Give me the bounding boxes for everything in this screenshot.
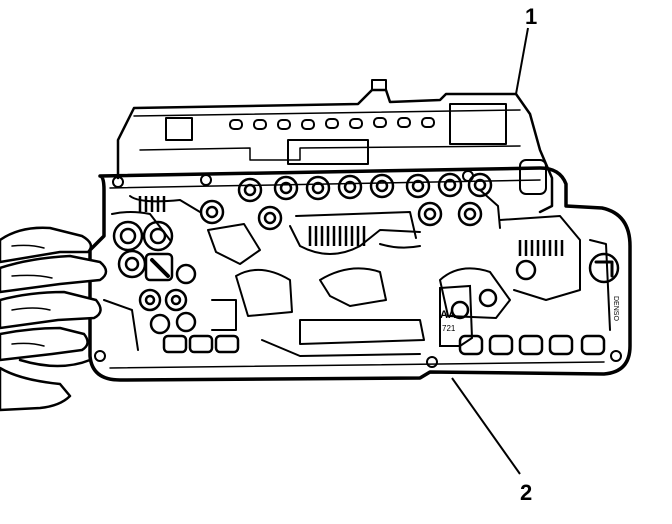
mounting-holes [94,170,622,368]
callout-2-label: 2 [520,480,532,505]
callout-2: 2 [451,377,532,505]
bulb-socket-cluster-left [112,220,197,335]
circuit-traces [103,189,611,357]
board-code-bottom: 721 [442,324,456,333]
bulb-socket-row-bottom [162,334,606,356]
housing-vent-slots [229,117,435,130]
callout-1-label: 1 [525,4,537,29]
hand-illustration [0,226,108,412]
bulb-socket-row-top [199,172,493,231]
board-marking-label: AA 721 DENSO [439,284,619,347]
leader-line-1 [515,27,529,95]
bulb-socket-right [450,252,620,320]
board-maker-mark: DENSO [612,296,619,321]
leader-line-2 [451,377,521,475]
board-code-top: AA [440,309,456,321]
connector-pins [138,196,564,256]
callout-1: 1 [515,4,537,95]
